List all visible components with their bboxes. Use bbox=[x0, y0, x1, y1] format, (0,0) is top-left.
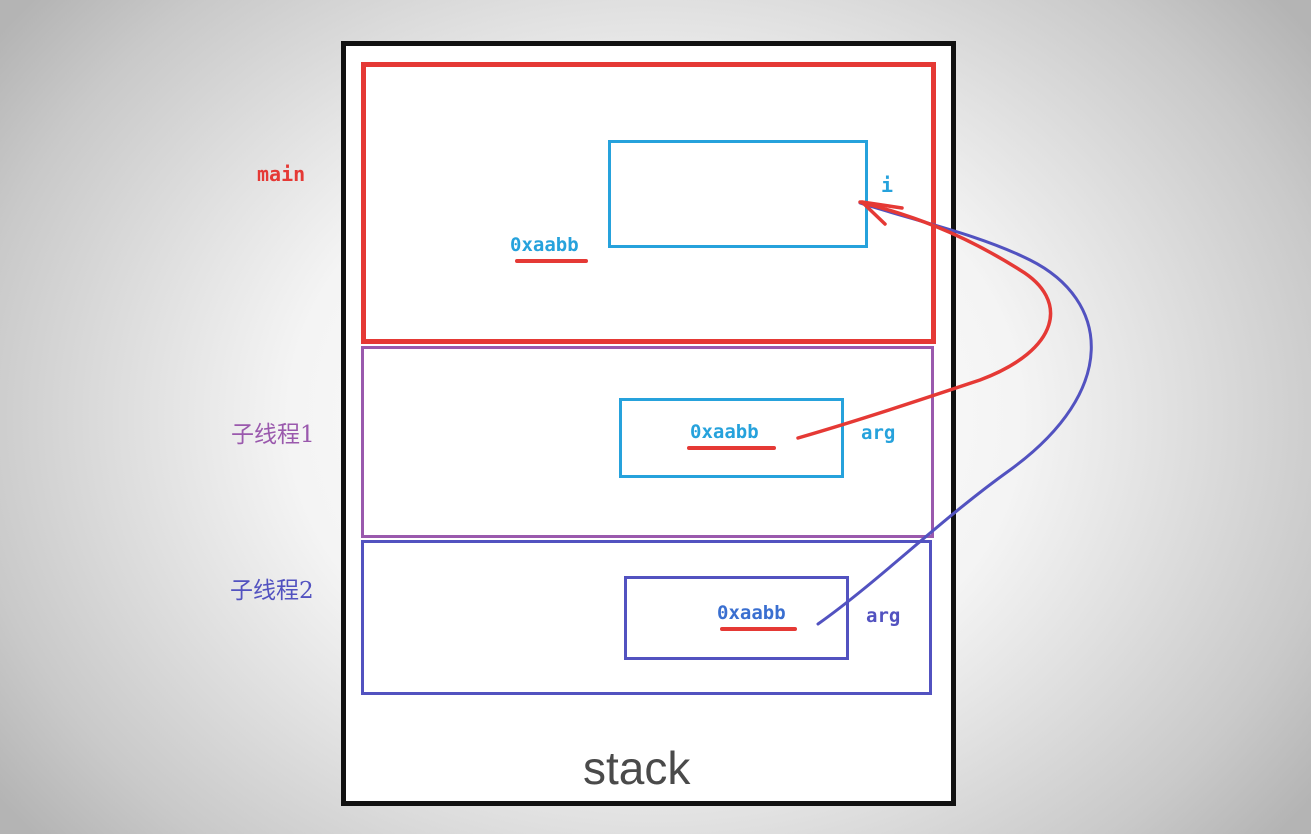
thread1-frame-label: 子线程1 bbox=[231, 422, 315, 448]
thread1-pointer-arrow bbox=[796, 200, 1053, 440]
thread1-address-value: 0xaabb bbox=[690, 421, 759, 443]
thread2-stack-frame bbox=[361, 540, 932, 695]
main-stack-frame bbox=[361, 62, 936, 344]
thread1-arg-label: arg bbox=[861, 422, 896, 444]
thread2-address-underline bbox=[720, 627, 797, 631]
main-address-underline bbox=[515, 259, 588, 263]
thread2-address-value: 0xaabb bbox=[717, 602, 786, 624]
stack-label: stack bbox=[583, 742, 691, 794]
thread2-frame-label: 子线程2 bbox=[230, 578, 314, 604]
thread2-arg-box bbox=[624, 576, 849, 660]
main-address-label: 0xaabb bbox=[510, 234, 579, 256]
thread1-address-underline bbox=[687, 446, 776, 450]
variable-i-box bbox=[608, 140, 868, 248]
stack-frame bbox=[341, 41, 956, 806]
thread2-pointer-arrow bbox=[816, 201, 1093, 626]
thread1-stack-frame bbox=[361, 346, 934, 538]
variable-i-label: i bbox=[881, 173, 894, 197]
thread2-arg-label: arg bbox=[866, 605, 901, 627]
main-frame-label: main bbox=[257, 162, 306, 186]
thread1-arg-box bbox=[619, 398, 844, 478]
arrowhead-icon bbox=[860, 200, 904, 226]
